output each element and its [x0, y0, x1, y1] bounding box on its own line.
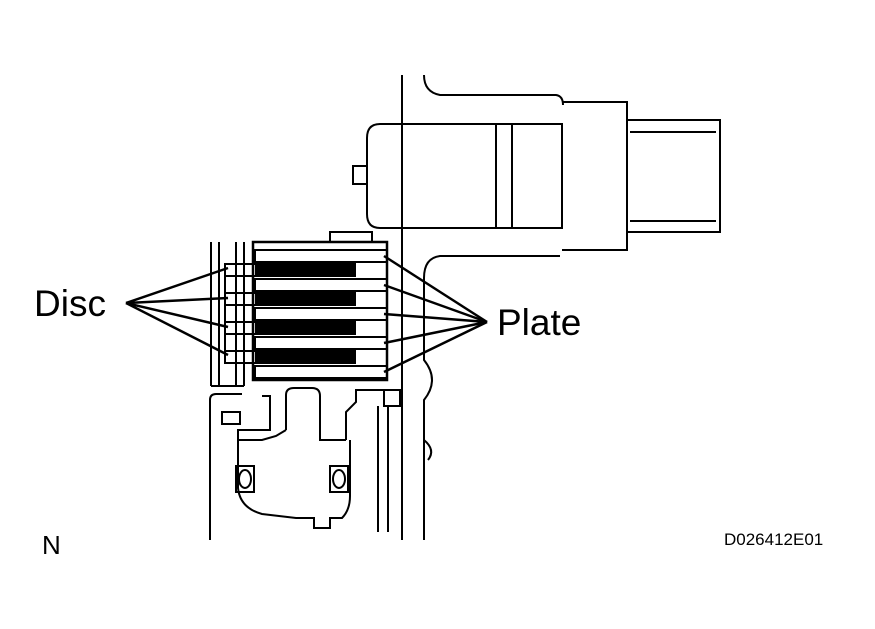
plate-1 — [254, 249, 388, 263]
disc-leader-lines — [125, 266, 229, 357]
piston-assembly — [209, 387, 401, 540]
plate-5 — [254, 365, 388, 379]
disc-label: Disc — [34, 283, 106, 324]
figure-code: D026412E01 — [724, 530, 824, 549]
plate-3 — [254, 307, 388, 321]
plate-4 — [254, 336, 388, 350]
orientation-label: N — [42, 530, 61, 560]
retainer-block — [329, 231, 373, 243]
discs — [224, 263, 356, 364]
housing-outline — [401, 74, 564, 540]
solenoid-connector — [352, 101, 721, 251]
plate-leader-lines — [383, 254, 488, 374]
plate-2 — [254, 278, 388, 292]
plate-label: Plate — [497, 302, 582, 343]
